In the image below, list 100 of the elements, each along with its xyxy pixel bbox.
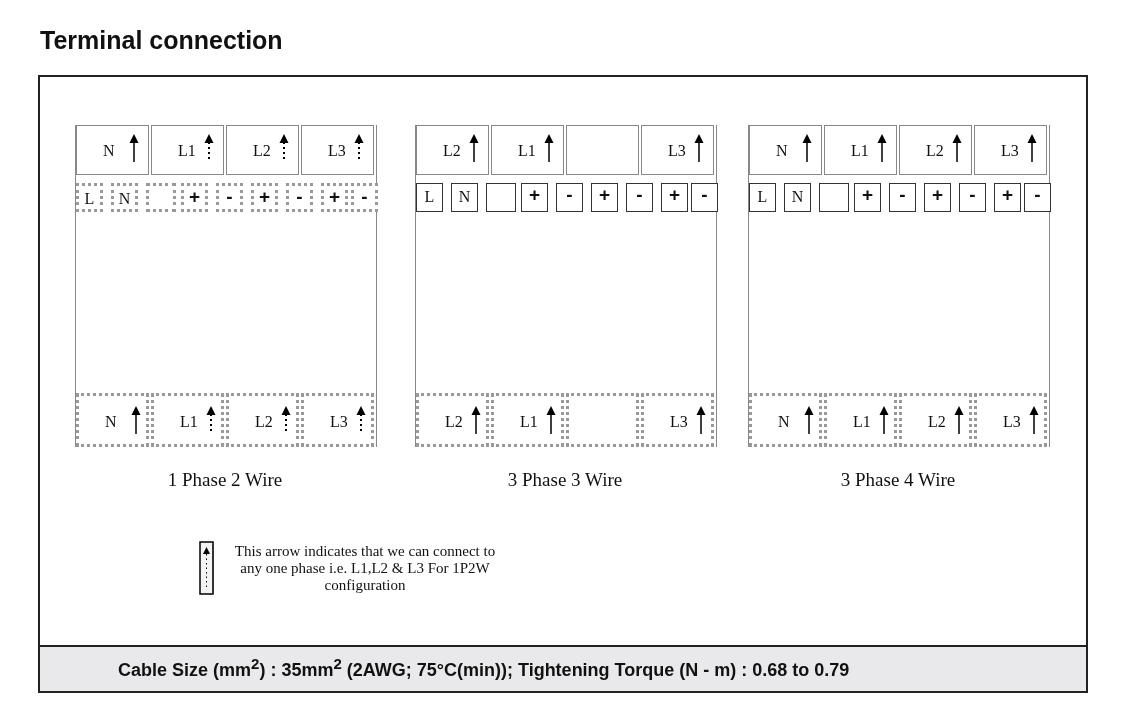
terminal-block <box>661 183 688 212</box>
terminal-block <box>641 125 714 175</box>
terminal-block <box>899 393 972 447</box>
terminal-label: L <box>756 188 769 206</box>
terminal-label: L3 <box>668 142 686 160</box>
specification-note: Cable Size (mm$^{2}$) : 35mm$^{2}$ (2AWG; 75°C(min)); Tightening Torque (N - m) : 0.68 to 0.79 <box>118 655 850 681</box>
terminal-label: L2 <box>255 413 273 431</box>
terminal-label: + <box>187 186 202 208</box>
terminal-label: L <box>423 188 436 206</box>
terminal-label: L1 <box>853 413 871 431</box>
terminal-label: L3 <box>330 413 348 431</box>
terminal-block <box>216 183 243 212</box>
terminal-block <box>76 183 103 212</box>
terminal-label: L2 <box>445 413 463 431</box>
terminal-label: + <box>930 184 945 206</box>
terminal-label: L3 <box>670 413 688 431</box>
terminal-block <box>286 183 313 212</box>
terminal-block <box>226 393 299 447</box>
diagram-title: Terminal connection <box>40 26 283 55</box>
terminal-label: + <box>257 186 272 208</box>
terminal-block <box>854 183 881 212</box>
terminal-block <box>641 393 714 447</box>
terminal-label: L1 <box>520 413 538 431</box>
terminal-block <box>321 183 348 212</box>
terminal-block <box>924 183 951 212</box>
meter-body <box>75 125 377 447</box>
terminal-label: - <box>295 186 304 208</box>
terminal-label: + <box>597 184 612 206</box>
terminal-label: N <box>105 413 117 431</box>
terminal-block <box>824 125 897 175</box>
terminal-label: - <box>1033 184 1042 206</box>
terminal-label: + <box>1000 184 1015 206</box>
blank-terminal-block <box>566 393 639 447</box>
terminal-label: N <box>103 142 115 160</box>
terminal-label: L2 <box>443 142 461 160</box>
terminal-label: N <box>776 142 788 160</box>
terminal-label: N <box>778 413 790 431</box>
terminal-label: + <box>667 184 682 206</box>
terminal-label: L1 <box>180 413 198 431</box>
terminal-block <box>974 393 1047 447</box>
terminal-block <box>416 183 443 212</box>
terminal-label: - <box>700 184 709 206</box>
terminal-label: - <box>360 186 369 208</box>
terminal-block <box>226 125 299 175</box>
terminal-label: L1 <box>851 142 869 160</box>
terminal-label: + <box>860 184 875 206</box>
blank-terminal-block <box>819 183 849 212</box>
terminal-label: L3 <box>1003 413 1021 431</box>
terminal-block <box>591 183 618 212</box>
terminal-block <box>521 183 548 212</box>
terminal-block <box>974 125 1047 175</box>
terminal-block <box>111 183 138 212</box>
terminal-label: L3 <box>1001 142 1019 160</box>
terminal-label: L2 <box>928 413 946 431</box>
meter-body <box>748 125 1050 447</box>
terminal-block <box>76 125 149 175</box>
meter-body <box>415 125 717 447</box>
terminal-label: N <box>457 188 472 206</box>
terminal-label: - <box>968 184 977 206</box>
meter-caption: 3 Phase 4 Wire <box>839 469 957 491</box>
terminal-block <box>556 183 583 212</box>
terminal-label: - <box>898 184 907 206</box>
terminal-label: + <box>527 184 542 206</box>
terminal-label: N <box>117 190 132 208</box>
legend-text: This arrow indicates that we can connect to any one phase i.e. L1,L2 & L3 For 1P2W configuration <box>234 543 496 594</box>
terminal-block <box>416 125 489 175</box>
meter-caption: 1 Phase 2 Wire <box>166 469 284 491</box>
terminal-block <box>151 125 224 175</box>
terminal-block <box>301 393 374 447</box>
terminal-block <box>824 393 897 447</box>
terminal-block <box>899 125 972 175</box>
terminal-block <box>889 183 916 212</box>
terminal-label: - <box>635 184 644 206</box>
terminal-block <box>1024 183 1051 212</box>
terminal-label: L2 <box>926 142 944 160</box>
terminal-block <box>749 125 822 175</box>
terminal-block <box>749 183 776 212</box>
terminal-label: L2 <box>253 142 271 160</box>
blank-terminal-block <box>486 183 516 212</box>
terminal-block <box>416 393 489 447</box>
terminal-block <box>626 183 653 212</box>
terminal-block <box>76 393 149 447</box>
terminal-block <box>491 125 564 175</box>
terminal-block <box>491 393 564 447</box>
terminal-block <box>994 183 1021 212</box>
terminal-label: + <box>327 186 342 208</box>
terminal-label: L <box>83 190 96 208</box>
terminal-label: L1 <box>178 142 196 160</box>
terminal-label: N <box>790 188 805 206</box>
meter-caption: 3 Phase 3 Wire <box>506 469 624 491</box>
terminal-label: - <box>565 184 574 206</box>
terminal-block <box>251 183 278 212</box>
blank-terminal-block <box>146 183 176 212</box>
terminal-label: L1 <box>518 142 536 160</box>
terminal-block <box>181 183 208 212</box>
terminal-block <box>351 183 378 212</box>
terminal-block <box>691 183 718 212</box>
terminal-label: L3 <box>328 142 346 160</box>
terminal-label: - <box>225 186 234 208</box>
terminal-block <box>151 393 224 447</box>
